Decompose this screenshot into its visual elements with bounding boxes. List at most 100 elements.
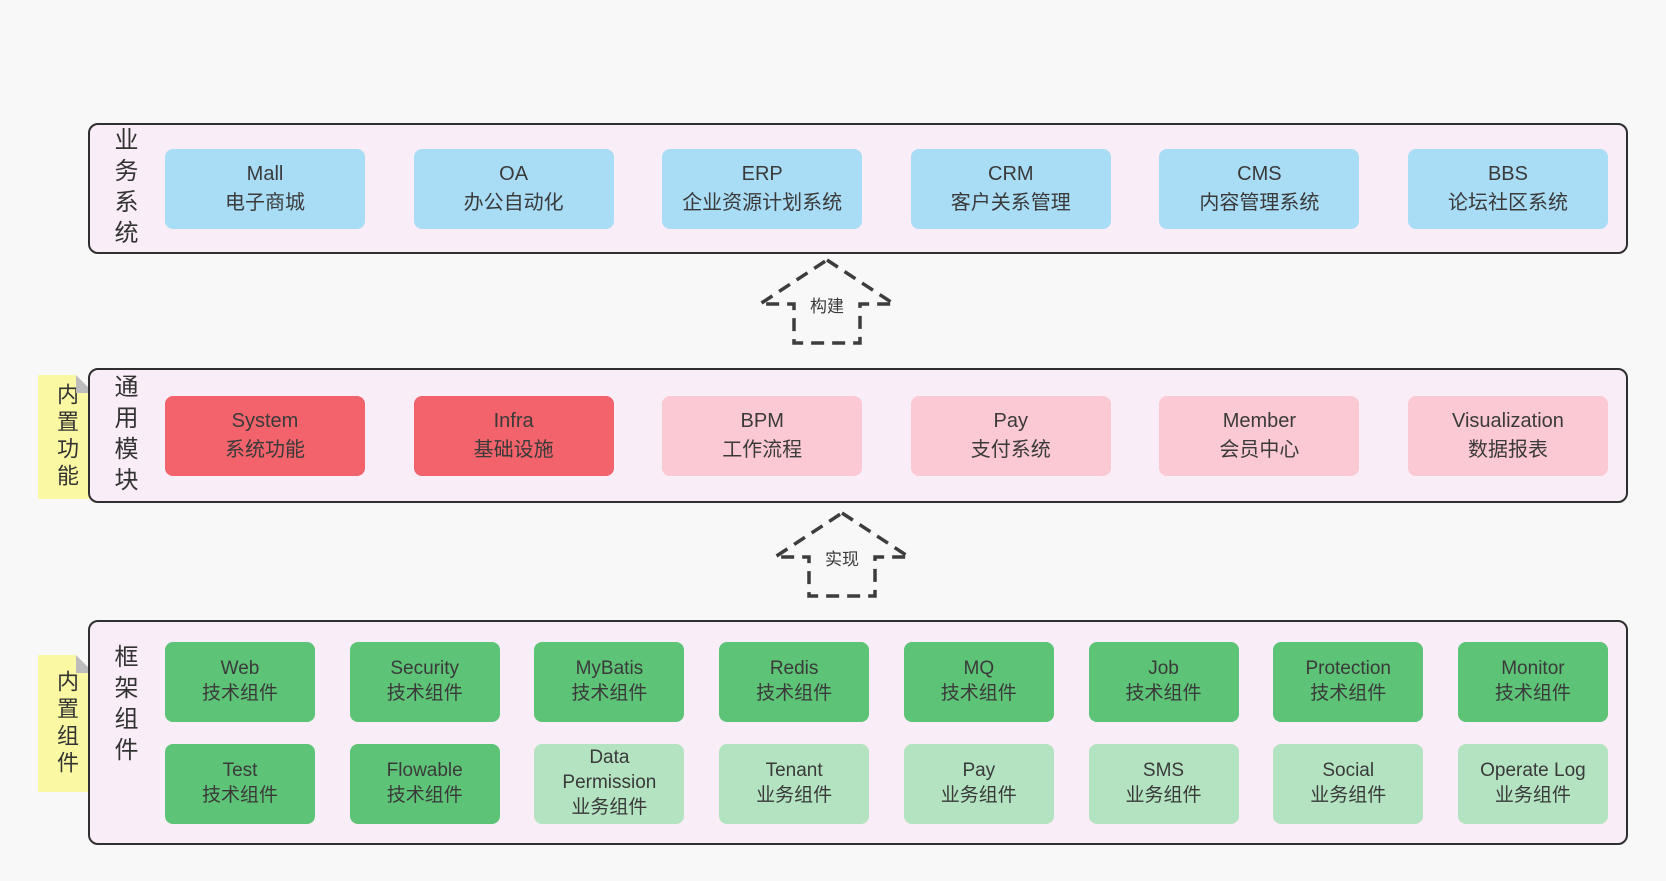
framework-row-1: Web 技术组件 Security 技术组件 MyBatis 技术组件 Redi…	[165, 641, 1608, 722]
box-title: OA	[499, 163, 529, 186]
band-business-systems: 业务系统 Mall 电子商城 OA 办公自动化 ERP 企业资源计划系统 CRM…	[88, 123, 1628, 254]
box-subtitle: 基础设施	[473, 438, 554, 461]
box-pay-module: Pay 支付系统	[910, 395, 1111, 476]
box-subtitle: 业务组件	[571, 796, 648, 818]
box-title: SMS	[1142, 759, 1185, 781]
box-subtitle: 客户关系管理	[950, 191, 1071, 214]
box-bpm: BPM 工作流程	[662, 395, 863, 476]
box-title: Member	[1222, 410, 1297, 433]
box-monitor: Monitor 技术组件	[1457, 641, 1608, 722]
box-title: Redis	[769, 657, 819, 679]
box-visualization: Visualization 数据报表	[1407, 395, 1608, 476]
box-mybatis: MyBatis 技术组件	[534, 641, 685, 722]
box-redis: Redis 技术组件	[719, 641, 870, 722]
box-pay-component: Pay 业务组件	[903, 743, 1054, 824]
box-mq: MQ 技术组件	[903, 641, 1054, 722]
box-subtitle: 支付系统	[970, 438, 1051, 461]
dashed-up-arrow-build: 构建	[757, 257, 897, 347]
box-title: Pay	[962, 759, 996, 781]
box-oa: OA 办公自动化	[413, 148, 614, 229]
dashed-up-arrow-implement: 实现	[772, 510, 912, 600]
box-title: Flowable	[386, 759, 463, 781]
box-erp: ERP 企业资源计划系统	[662, 148, 863, 229]
box-title: Pay	[993, 410, 1029, 433]
box-title: Visualization	[1452, 410, 1564, 433]
band-common-modules-boxes: System 系统功能 Infra 基础设施 BPM 工作流程 Pay 支付系统…	[141, 370, 1626, 501]
box-subtitle: 电子商城	[225, 191, 305, 214]
box-test: Test 技术组件	[165, 743, 315, 824]
box-title: MQ	[963, 657, 995, 679]
box-data-permission: Data Permission 业务组件	[534, 743, 685, 824]
box-title: CMS	[1237, 163, 1282, 186]
box-social: Social 业务组件	[1273, 743, 1424, 824]
box-title: Social	[1322, 759, 1375, 781]
box-security: Security 技术组件	[349, 641, 500, 722]
box-title: Web	[220, 657, 260, 679]
band-framework-components: 框架组件 Web 技术组件 Security 技术组件 MyBatis 技术组件…	[88, 620, 1628, 845]
sticky-note-builtin-features: 内置功能	[38, 375, 94, 499]
box-title: Test	[222, 759, 258, 781]
box-sms: SMS 业务组件	[1088, 743, 1239, 824]
box-subtitle: 业务组件	[1125, 784, 1202, 806]
box-bbs: BBS 论坛社区系统	[1407, 148, 1608, 229]
box-title: Mall	[246, 163, 284, 186]
band-common-modules-label: 通用模块	[110, 373, 137, 498]
box-cms: CMS 内容管理系统	[1159, 148, 1360, 229]
arrow-label-bg	[820, 544, 864, 573]
sticky-note-text: 内置组件	[54, 669, 79, 778]
box-mall: Mall 电子商城	[165, 148, 365, 229]
box-title: MyBatis	[575, 657, 644, 679]
box-title: Tenant	[765, 759, 823, 781]
arrow-label: 构建	[810, 297, 844, 316]
box-subtitle: 业务组件	[1494, 784, 1571, 806]
up-arrow-outline	[757, 257, 897, 345]
box-flowable: Flowable 技术组件	[349, 743, 500, 824]
framework-row-2: Test 技术组件 Flowable 技术组件 Data Permission …	[165, 743, 1608, 824]
box-operate-log: Operate Log 业务组件	[1457, 743, 1608, 824]
box-subtitle: 会员中心	[1219, 438, 1300, 461]
box-job: Job 技术组件	[1088, 641, 1239, 722]
box-subtitle: 技术组件	[386, 784, 463, 806]
box-subtitle: 业务组件	[940, 784, 1017, 806]
box-title: BPM	[740, 410, 784, 433]
box-subtitle: 系统功能	[225, 438, 305, 461]
box-subtitle: 技术组件	[756, 682, 833, 704]
box-subtitle: 业务组件	[1310, 784, 1387, 806]
box-crm: CRM 客户关系管理	[910, 148, 1111, 229]
box-title: Operate Log	[1480, 759, 1586, 781]
box-subtitle: 业务组件	[756, 784, 833, 806]
box-title: BBS	[1487, 163, 1528, 186]
box-subtitle: 技术组件	[940, 682, 1017, 704]
band-business-systems-boxes: Mall 电子商城 OA 办公自动化 ERP 企业资源计划系统 CRM 客户关系…	[141, 125, 1626, 252]
box-subtitle: 技术组件	[386, 682, 463, 704]
box-subtitle: 工作流程	[722, 438, 803, 461]
box-title: Job	[1148, 657, 1179, 679]
box-subtitle: 技术组件	[201, 784, 278, 806]
box-title: Monitor	[1501, 657, 1565, 679]
sticky-note-builtin-components: 内置组件	[38, 655, 94, 792]
box-subtitle: 技术组件	[1494, 682, 1571, 704]
box-infra: Infra 基础设施	[413, 395, 614, 476]
band-common-modules: 通用模块 System 系统功能 Infra 基础设施 BPM 工作流程 Pay…	[88, 368, 1628, 503]
box-title: Security	[390, 657, 460, 679]
up-arrow-outline	[772, 510, 912, 598]
box-subtitle: 办公自动化	[463, 191, 564, 214]
box-subtitle: 数据报表	[1467, 438, 1548, 461]
band-business-systems-label: 业务系统	[110, 126, 137, 251]
arrow-label: 实现	[825, 550, 859, 569]
band-framework-components-boxes: Web 技术组件 Security 技术组件 MyBatis 技术组件 Redi…	[141, 622, 1626, 843]
box-subtitle: 企业资源计划系统	[682, 191, 843, 214]
box-subtitle: 技术组件	[201, 682, 278, 704]
box-subtitle: 内容管理系统	[1199, 191, 1320, 214]
sticky-note-text: 内置功能	[54, 383, 79, 491]
box-protection: Protection 技术组件	[1273, 641, 1424, 722]
box-web: Web 技术组件	[165, 641, 315, 722]
arrow-label-bg	[805, 291, 849, 320]
box-subtitle: 技术组件	[571, 682, 648, 704]
box-title: ERP	[741, 163, 783, 186]
box-title: Protection	[1305, 657, 1391, 679]
box-title: Data Permission	[562, 747, 657, 794]
box-member: Member 会员中心	[1159, 395, 1360, 476]
box-title: CRM	[988, 163, 1034, 186]
box-system: System 系统功能	[165, 395, 365, 476]
